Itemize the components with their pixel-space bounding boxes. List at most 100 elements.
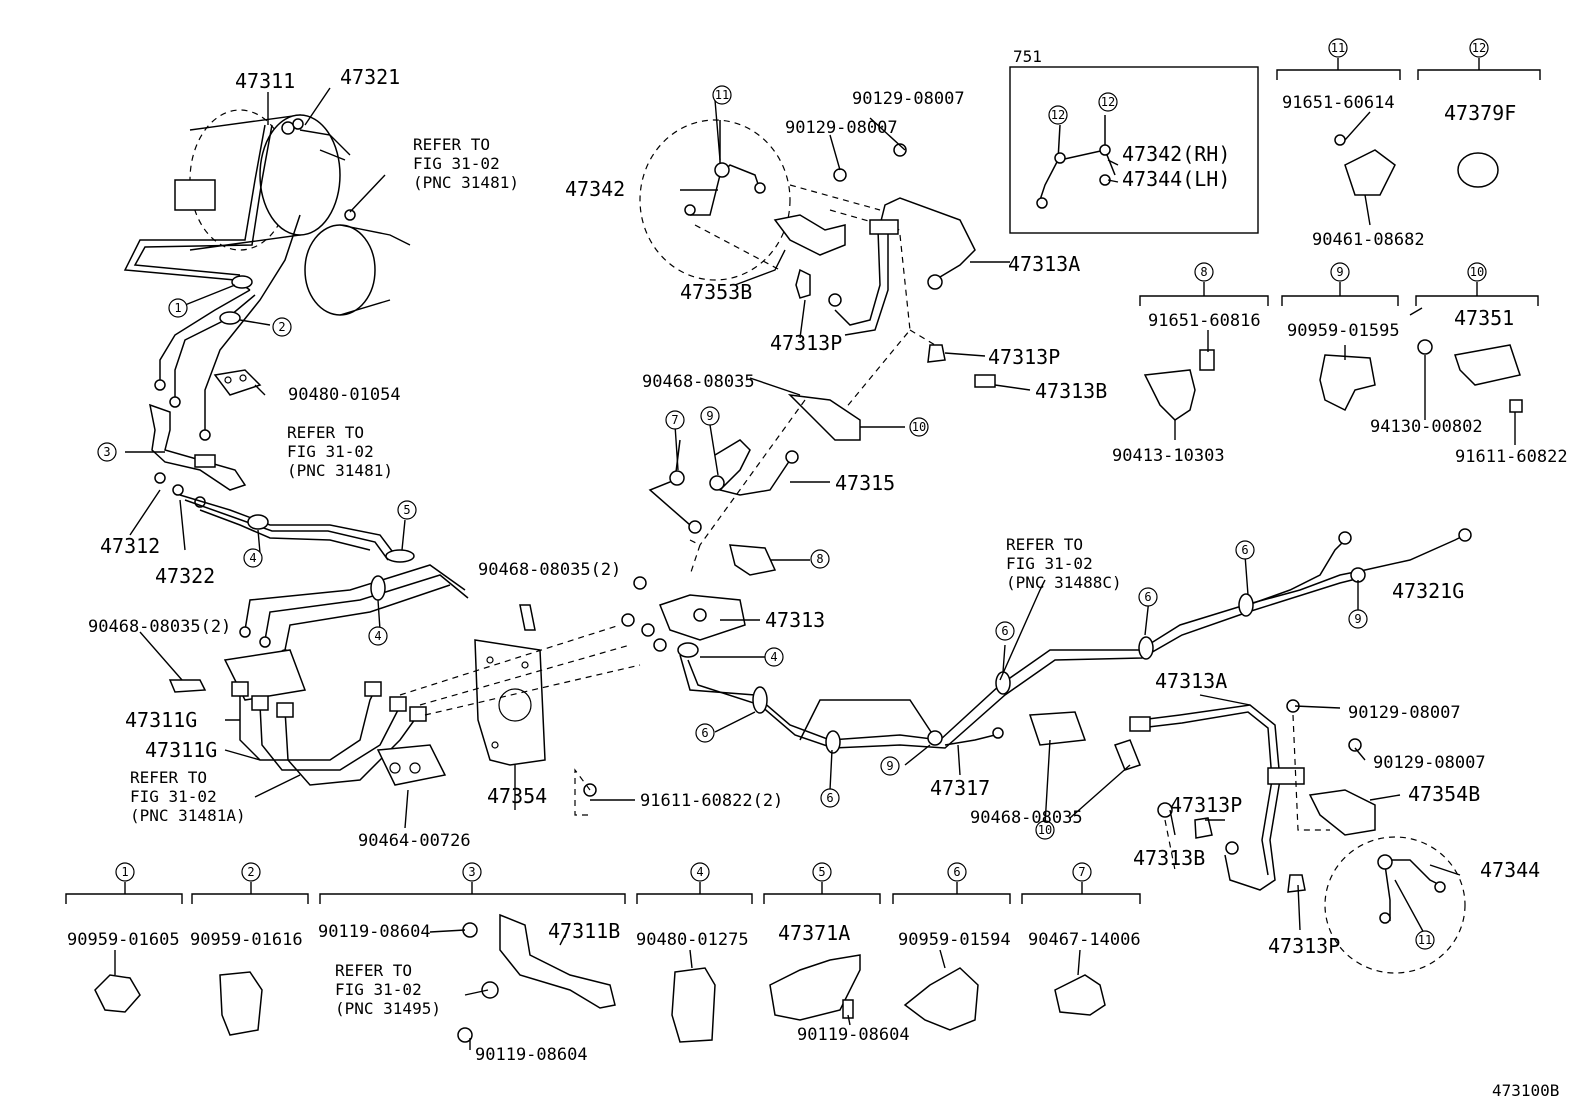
group3-part-c: 90119-08604 [475,1045,588,1065]
group-header-12: 12 [1469,38,1489,58]
grommet-90480-01054 [213,369,262,396]
group-header-9: 9 [1330,262,1350,282]
rear-brake-drum-right [1324,836,1466,974]
svg-text:12: 12 [1051,108,1065,122]
label-47311G-b: 47311G [145,738,217,762]
bottom-part-3 [457,913,616,1043]
svg-text:6: 6 [1001,624,1008,638]
callout-marker-6d: 6 [1138,587,1158,607]
svg-text:6: 6 [953,865,960,879]
callout-marker-4: 4 [243,548,263,568]
junction-47313 [621,576,746,658]
label-90129-08007-c: 90129-08007 [1348,703,1461,723]
bracket-group-3 [149,379,247,508]
refer-note-1: REFER TO FIG 31-02 (PNC 31481) [413,135,519,192]
svg-text:3: 3 [468,865,475,879]
group-part-labels: 90959-01605 90959-01616 90119-08604 4731… [67,93,1568,1065]
label-47344: 47344 [1480,858,1540,882]
bracket-47351 [1417,339,1523,413]
callout-marker-3: 3 [97,442,117,462]
group10-part-b: 94130-00802 [1370,417,1483,437]
svg-text:FIG 31-02: FIG 31-02 [130,787,217,806]
svg-text:1: 1 [174,301,181,315]
rear-brake-drum-left [639,119,907,281]
callout-marker-1: 1 [168,298,188,318]
svg-text:REFER TO: REFER TO [413,135,490,154]
label-47315: 47315 [835,471,895,495]
label-47342-rh: 47342(RH) [1122,142,1230,166]
svg-text:8: 8 [1200,265,1207,279]
label-47313P-b: 47313P [988,345,1060,369]
svg-text:6: 6 [1144,590,1151,604]
rear-line-47315 [648,393,861,576]
group6-part: 90959-01594 [898,930,1011,950]
group-header-8: 8 [1194,262,1214,282]
svg-text:(PNC 31481): (PNC 31481) [413,173,519,192]
callout-markers: 1 2 3 4 5 4 11 7 9 10 8 4 6 6 9 10 6 6 6… [97,38,1489,950]
svg-text:REFER TO: REFER TO [130,768,207,787]
svg-text:6: 6 [701,726,708,740]
svg-text:5: 5 [818,865,825,879]
inset-751-labels: 751 47342(RH) 47344(LH) [1013,47,1230,191]
label-47321G: 47321G [1392,579,1464,603]
label-47354B: 47354B [1408,782,1480,806]
svg-text:(PNC 31481A): (PNC 31481A) [130,806,246,825]
group-header-11: 11 [1328,38,1348,58]
svg-text:2: 2 [278,320,285,334]
label-47313A-top: 47313A [1008,252,1080,276]
svg-text:FIG 31-02: FIG 31-02 [413,154,500,173]
svg-text:9: 9 [706,409,713,423]
callout-marker-6a: 6 [695,723,715,743]
svg-text:10: 10 [1038,823,1052,837]
svg-text:FIG 31-02: FIG 31-02 [335,980,422,999]
refer-note-5: REFER TO FIG 31-02 (PNC 31495) [335,961,441,1018]
callout-marker-10a: 10 [909,417,929,437]
svg-text:(PNC 31495): (PNC 31495) [335,999,441,1018]
part-labels: 47311 47321 90480-01054 47312 47322 9046… [88,65,1559,1099]
svg-text:(PNC 31488C): (PNC 31488C) [1006,573,1122,592]
group-header-4: 4 [690,862,710,882]
group8-part-a: 91651-60816 [1148,311,1261,331]
group11-part-b: 90461-08682 [1312,230,1425,250]
refer-note-3: REFER TO FIG 31-02 (PNC 31481A) [130,768,246,825]
svg-text:REFER TO: REFER TO [1006,535,1083,554]
callout-marker-8: 8 [810,549,830,569]
svg-text:11: 11 [1418,933,1432,947]
clip-11-parts [1334,134,1396,196]
grommet-47379F [1457,152,1499,188]
callout-marker-6b: 6 [820,788,840,808]
svg-text:4: 4 [770,650,777,664]
bottom-part-1 [94,974,141,1013]
svg-text:10: 10 [912,420,926,434]
group-header-7: 7 [1072,862,1092,882]
callout-marker-11-top: 11 [712,85,732,105]
group9-part: 90959-01595 [1287,321,1400,341]
group3-part-a: 90119-08604 [318,922,431,942]
group-header-6: 6 [947,862,967,882]
rear-tube-bundle-left [168,494,469,701]
group10-part-a: 47351 [1454,306,1514,330]
svg-text:REFER TO: REFER TO [335,961,412,980]
svg-text:4: 4 [696,865,703,879]
label-90468-08035-b: 90468-08035 [970,808,1083,828]
callout-marker-9b: 9 [880,756,900,776]
right-rear-flex-hose [1129,699,1376,893]
label-47317: 47317 [930,776,990,800]
group-brackets [65,58,1541,904]
svg-text:2: 2 [247,865,254,879]
group-header-1: 1 [115,862,135,882]
label-47354: 47354 [487,784,547,808]
label-47342: 47342 [565,177,625,201]
label-47313: 47313 [765,608,825,632]
svg-text:6: 6 [1241,543,1248,557]
callout-marker-7: 7 [665,410,685,430]
svg-text:3: 3 [103,445,110,459]
callout-marker-9c: 9 [1348,609,1368,629]
group2-part: 90959-01616 [190,930,303,950]
master-cylinder-assembly [174,109,411,316]
label-47313P-c: 47313P [1170,793,1242,817]
label-90129-08007-b: 90129-08007 [785,118,898,138]
callout-marker-6c: 6 [995,621,1015,641]
group12-part: 47379F [1444,101,1516,125]
label-90464-00726: 90464-00726 [358,831,471,851]
